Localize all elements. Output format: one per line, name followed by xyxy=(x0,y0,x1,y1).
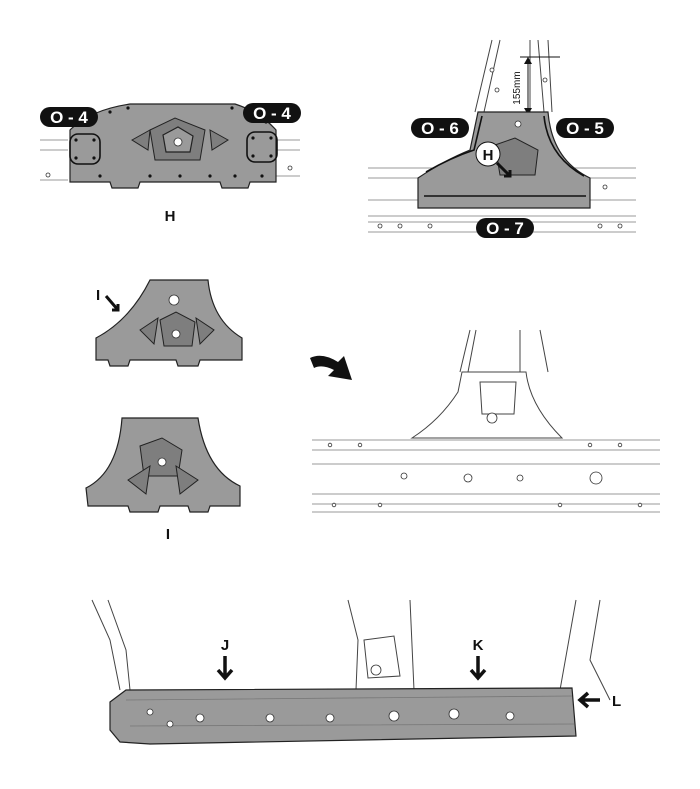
panel-rocker: J K L xyxy=(91,599,621,745)
arrow-l: L xyxy=(577,691,621,710)
pillar-lines xyxy=(474,39,553,113)
panel-removed xyxy=(312,329,660,513)
tag-o4-left: O - 4 xyxy=(40,107,98,127)
direction-arrow-icon xyxy=(104,295,120,312)
weld-zone-left xyxy=(69,133,101,165)
svg-text:O - 6: O - 6 xyxy=(421,119,459,138)
svg-text:O - 7: O - 7 xyxy=(486,219,524,238)
dimension-155: 155mm xyxy=(512,56,560,115)
weld-zone-right xyxy=(246,131,278,163)
direction-arrow-icon xyxy=(577,691,600,709)
caption-i: I xyxy=(166,526,170,543)
arrow-j: J xyxy=(216,637,234,681)
rocker-part xyxy=(109,687,577,745)
pointer-h: H xyxy=(475,141,512,178)
svg-text:155mm: 155mm xyxy=(512,71,523,104)
svg-text:O - 4: O - 4 xyxy=(253,104,291,123)
background-rails xyxy=(40,139,300,181)
panel-installed: 155mm H O - 6 O - 5 xyxy=(368,39,636,238)
tag-o4-right: O - 4 xyxy=(243,103,301,123)
tag-o6: O - 6 xyxy=(411,118,469,138)
panel-h: O - 4 O - 4 H xyxy=(40,103,301,225)
svg-text:I: I xyxy=(96,287,100,304)
direction-arrow-icon xyxy=(216,656,234,681)
svg-text:O - 5: O - 5 xyxy=(566,119,604,138)
tag-o5: O - 5 xyxy=(556,118,614,138)
direction-arrow-icon xyxy=(469,656,487,681)
svg-text:O - 4: O - 4 xyxy=(50,108,88,127)
caption-h: H xyxy=(165,208,176,225)
svg-text:K: K xyxy=(473,637,484,654)
svg-text:J: J xyxy=(221,637,229,654)
arrow-k: K xyxy=(469,637,487,681)
rotate-arrow-icon xyxy=(310,355,352,380)
direction-arrow-icon xyxy=(495,161,512,178)
tag-o7: O - 7 xyxy=(476,218,534,238)
panel-i: I I xyxy=(85,279,243,543)
svg-text:H: H xyxy=(483,147,494,164)
svg-text:L: L xyxy=(612,693,621,710)
